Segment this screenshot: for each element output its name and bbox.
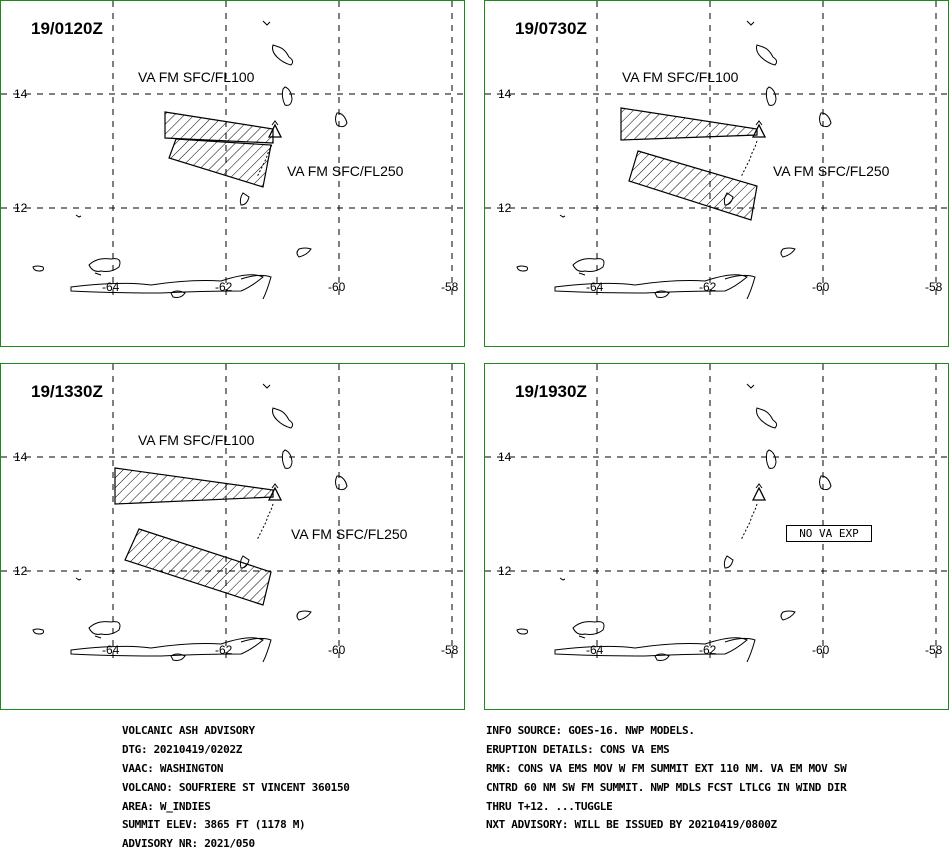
lon-label: -60 [812,280,830,294]
lon-label: -64 [586,280,604,294]
lon-label: -64 [102,643,120,657]
lon-label: -62 [215,643,233,657]
advisory-line: NXT ADVISORY: WILL BE ISSUED BY 20210419… [486,818,777,832]
lon-label: -58 [441,643,459,657]
lon-label: -60 [812,643,830,657]
map-canvas-1 [1,1,464,302]
advisory-line: ERUPTION DETAILS: CONS VA EMS [486,743,670,757]
lon-label: -58 [925,280,943,294]
advisory-line: VOLCANIC ASH ADVISORY [122,724,255,738]
advisory-line: RMK: CONS VA EMS MOV W FM SUMMIT EXT 110… [486,762,847,776]
lon-label: -60 [328,280,346,294]
advisory-line: AREA: W_INDIES [122,799,211,813]
ash-label-fl250: VA FM SFC/FL250 [291,526,408,542]
lon-label: -58 [925,643,943,657]
lat-label: 14 [498,87,512,101]
lon-label: -62 [699,280,717,294]
lat-label: 14 [498,450,512,464]
lat-label: 12 [14,201,28,215]
advisory-line: VAAC: WASHINGTON [122,762,224,776]
map-panel-4: 19/1930Z 14 12 -64 -62 -60 -58 [484,363,949,710]
ash-label-fl100: VA FM SFC/FL100 [138,69,255,85]
ash-label-fl250: VA FM SFC/FL250 [773,163,890,179]
map-canvas-3 [1,364,464,665]
map-panel-3: 19/1330Z VA FM SFC/FL100 VA FM SFC/FL250… [0,363,465,710]
advisory-line: VOLCANO: SOUFRIERE ST VINCENT 360150 [122,780,350,794]
advisory-text-right: INFO SOURCE: GOES-16. NWP MODELS. ERUPTI… [486,717,847,839]
map-canvas-2 [485,1,948,302]
advisory-line: INFO SOURCE: GOES-16. NWP MODELS. [486,724,695,738]
lat-label: 14 [14,450,28,464]
advisory-line: DTG: 20210419/0202Z [122,743,243,757]
lat-label: 12 [498,201,512,215]
no-va-expected-box: NO VA EXP [786,525,872,542]
lon-label: -64 [586,643,604,657]
advisory-line: SUMMIT ELEV: 3865 FT (1178 M) [122,818,306,832]
valid-time: 19/0120Z [31,19,103,38]
lat-label: 12 [14,564,28,578]
valid-time: 19/0730Z [515,19,587,38]
lat-label: 12 [498,564,512,578]
lon-label: -60 [328,643,346,657]
valid-time: 19/1330Z [31,382,103,401]
lat-label: 14 [14,87,28,101]
valid-time: 19/1930Z [515,382,587,401]
advisory-line: ADVISORY NR: 2021/050 [122,837,255,851]
lon-label: -62 [215,280,233,294]
map-panel-1: 19/0120Z VA FM SFC/FL100 VA FM SFC/FL250… [0,0,465,347]
advisory-text-left: VOLCANIC ASH ADVISORY DTG: 20210419/0202… [122,717,350,858]
lon-label: -58 [441,280,459,294]
advisory-line: THRU T+12. ...TUGGLE [486,799,613,813]
map-canvas-4 [485,364,948,665]
advisory-line: CNTRD 60 NM SW FM SUMMIT. NWP MDLS FCST … [486,780,847,794]
ash-label-fl100: VA FM SFC/FL100 [138,432,255,448]
map-panel-2: 19/0730Z VA FM SFC/FL100 VA FM SFC/FL250… [484,0,949,347]
ash-label-fl100: VA FM SFC/FL100 [622,69,739,85]
ash-label-fl250: VA FM SFC/FL250 [287,163,404,179]
lon-label: -64 [102,280,120,294]
lon-label: -62 [699,643,717,657]
